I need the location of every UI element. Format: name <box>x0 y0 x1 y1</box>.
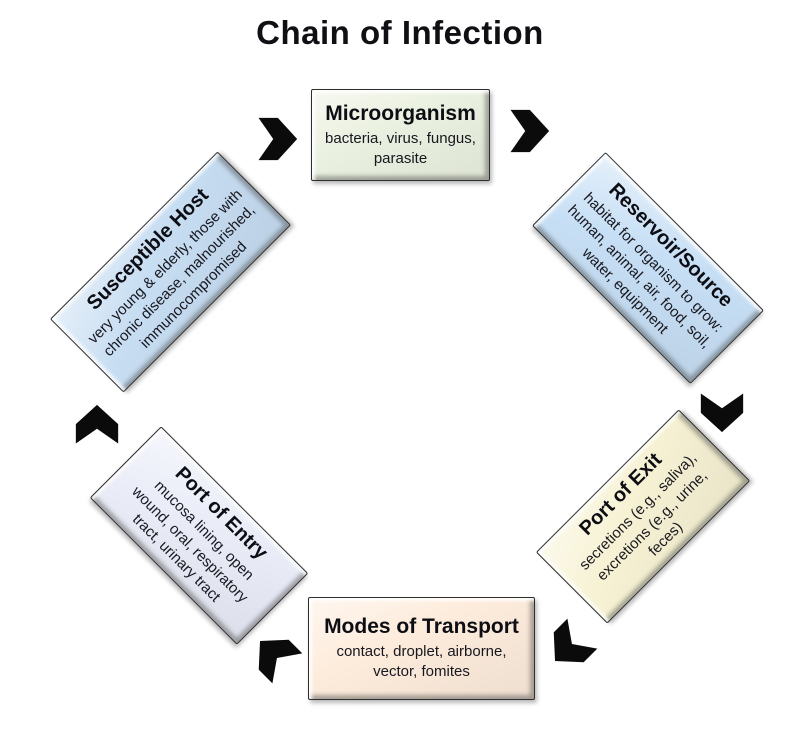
node-microorganism-title: Microorganism <box>325 101 476 125</box>
node-modes-of-transport-title: Modes of Transport <box>324 615 519 639</box>
node-reservoir-source: Reservoir/Source habitat for organism to… <box>532 152 764 384</box>
page-title: Chain of Infection <box>256 14 544 51</box>
node-port-of-exit: Port of Exit secretions (e.g., saliva), … <box>535 409 751 624</box>
chevron-arrow-icon-modes-to-entry <box>241 622 309 690</box>
chevron-arrow-icon-reservoir-to-exit <box>697 388 747 434</box>
node-modes-of-transport-desc: contact, droplet, airborne, vector, fomi… <box>336 643 507 681</box>
node-susceptible-host: Susceptible Host very young & elderly, t… <box>49 151 292 393</box>
node-microorganism-desc: bacteria, virus, fungus, parasite <box>325 129 476 167</box>
chevron-arrow-icon-entry-to-host <box>72 403 122 449</box>
chevron-arrow-icon-exit-to-modes <box>536 612 604 680</box>
node-port-of-entry: Port of Entry mucosa lining, open wound,… <box>89 426 309 645</box>
chevron-arrow-icon-microorganism-to-reservoir <box>505 106 551 156</box>
node-modes-of-transport: Modes of Transport contact, droplet, air… <box>308 597 535 700</box>
chevron-arrow-icon-host-to-microorganism <box>253 114 299 164</box>
node-microorganism: Microorganism bacteria, virus, fungus, p… <box>311 89 490 181</box>
